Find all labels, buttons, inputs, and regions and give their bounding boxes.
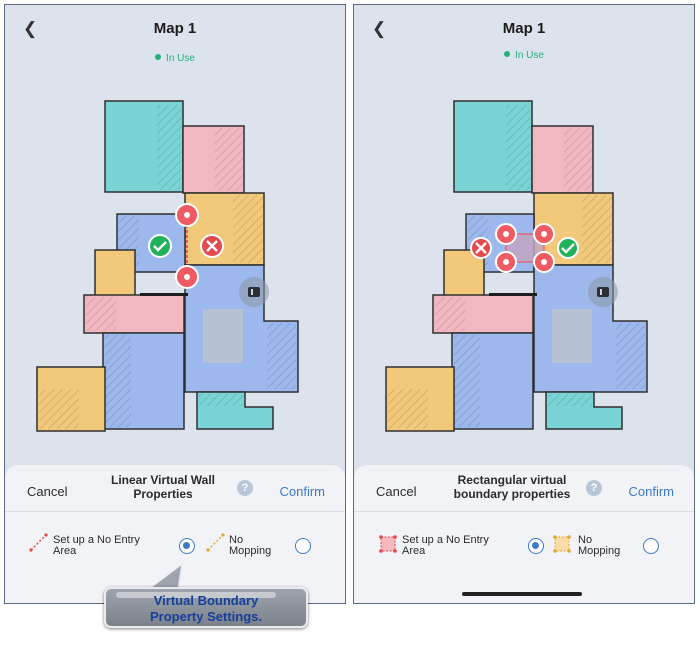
- cancel-button[interactable]: Cancel: [376, 484, 417, 499]
- map-title: Map 1: [502, 20, 546, 37]
- no-entry-line-icon: [29, 533, 48, 552]
- no-mopping-radio[interactable]: [295, 538, 311, 554]
- status-text: In Use: [166, 53, 195, 64]
- status-indicator: In Use: [5, 53, 345, 64]
- wall-handle-bottom-icon[interactable]: [175, 265, 199, 289]
- rect-handle-bl-icon[interactable]: [495, 251, 517, 273]
- no-entry-label-line2: Area: [53, 545, 77, 557]
- status-text: In Use: [515, 50, 544, 61]
- help-icon[interactable]: ?: [237, 480, 253, 496]
- no-entry-radio[interactable]: [179, 538, 195, 554]
- no-mopping-label-line1: No: [578, 534, 593, 546]
- back-chevron-icon[interactable]: ❮: [372, 19, 387, 38]
- rect-handle-tl-icon[interactable]: [495, 223, 517, 245]
- cancel-button[interactable]: Cancel: [27, 484, 68, 499]
- confirm-button[interactable]: Confirm: [628, 484, 674, 499]
- panel-title-line2: Properties: [133, 487, 193, 501]
- close-icon[interactable]: [470, 237, 492, 259]
- phone-left: ❮ Map 1 In Use Cancel Linear Virtual Wal…: [4, 4, 346, 604]
- no-entry-radio[interactable]: [528, 538, 544, 554]
- no-entry-label: Set up a No Entry Area: [53, 535, 140, 557]
- map-title: Map 1: [153, 20, 197, 37]
- no-entry-label-line1: Set up a No Entry: [53, 534, 140, 546]
- no-mopping-label: No Mopping: [578, 535, 620, 557]
- rect-handle-br-icon[interactable]: [533, 251, 555, 273]
- no-entry-label: Set up a No Entry Area: [402, 535, 489, 557]
- check-icon[interactable]: [557, 237, 579, 259]
- wall-handle-top-icon[interactable]: [175, 203, 199, 227]
- confirm-button[interactable]: Confirm: [279, 484, 325, 499]
- status-dot: [504, 51, 511, 57]
- back-chevron-icon[interactable]: ❮: [23, 19, 38, 38]
- phone-right: ❮ Map 1 In Use Cancel Rectangular virtua…: [353, 4, 695, 604]
- panel-title: Linear Virtual Wall Properties: [79, 473, 247, 501]
- callout-line2: Property Settings.: [150, 609, 262, 624]
- panel-title-line1: Linear Virtual Wall: [110, 473, 216, 487]
- callout-box: Virtual Boundary Property Settings.: [104, 587, 308, 628]
- no-entry-label-line2: Area: [402, 545, 426, 557]
- properties-panel: Cancel Rectangular virtual boundary prop…: [354, 465, 694, 603]
- no-mopping-label: No Mopping: [229, 535, 271, 557]
- status-dot: [155, 54, 162, 60]
- check-icon[interactable]: [148, 234, 172, 258]
- panel-title-line2: boundary properties: [453, 487, 571, 501]
- no-mopping-radio[interactable]: [643, 538, 659, 554]
- home-indicator: [462, 592, 582, 596]
- no-mopping-label-line1: No: [229, 534, 244, 546]
- callout-line1: Virtual Boundary: [153, 593, 259, 608]
- floor-map[interactable]: [354, 5, 695, 465]
- callout-gloss: [116, 592, 276, 598]
- no-mopping-line-icon: [206, 533, 225, 552]
- close-icon[interactable]: [200, 234, 224, 258]
- no-entry-label-line1: Set up a No Entry: [402, 534, 489, 546]
- no-mopping-label-line2: Mopping: [229, 545, 272, 557]
- status-indicator: In Use: [354, 50, 694, 61]
- divider: [5, 511, 345, 512]
- floor-map[interactable]: [5, 5, 346, 465]
- panel-title: Rectangular virtual boundary properties: [428, 473, 596, 501]
- rect-handle-tr-icon[interactable]: [533, 223, 555, 245]
- no-entry-area-icon: [379, 535, 397, 553]
- no-mopping-area-icon: [553, 535, 571, 553]
- properties-panel: Cancel Linear Virtual Wall Properties ? …: [5, 465, 345, 603]
- help-icon[interactable]: ?: [586, 480, 602, 496]
- no-mopping-label-line2: Mopping: [578, 545, 621, 557]
- panel-title-line1: Rectangular virtual: [457, 473, 567, 487]
- divider: [354, 511, 694, 512]
